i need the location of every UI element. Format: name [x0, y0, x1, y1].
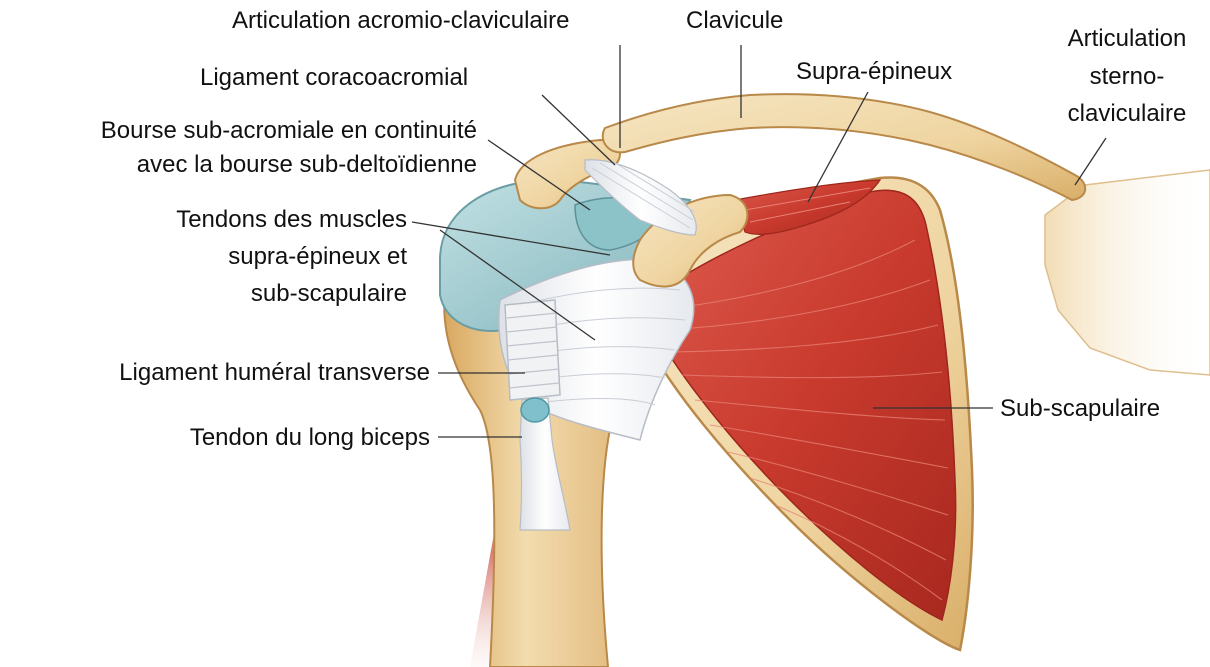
- label-tendons-line1: Tendons des muscles: [0, 205, 407, 234]
- sternum-region: [1045, 170, 1210, 375]
- label-coracoacromial: Ligament coracoacromial: [200, 63, 468, 92]
- label-supraspinatus: Supra-épineux: [796, 57, 952, 86]
- leader-sc-joint: [1075, 138, 1106, 185]
- label-sc-joint-line3: claviculaire: [1052, 99, 1202, 128]
- label-clavicle: Clavicule: [686, 6, 783, 35]
- label-biceps-tendon: Tendon du long biceps: [0, 423, 430, 452]
- label-tendons-line2: supra-épineux et: [0, 242, 407, 271]
- label-subscapularis: Sub-scapulaire: [1000, 394, 1160, 423]
- transverse-humeral-ligament: [505, 300, 560, 400]
- label-bursa-line1: Bourse sub-acromiale en continuité: [0, 116, 477, 145]
- label-tendons-line3: sub-scapulaire: [0, 279, 407, 308]
- label-sc-joint-line2: sterno-: [1052, 62, 1202, 91]
- label-transverse-ligament: Ligament huméral transverse: [0, 358, 430, 387]
- label-bursa-line2: avec la bourse sub-deltoïdienne: [0, 150, 477, 179]
- label-sc-joint-line1: Articulation: [1052, 24, 1202, 53]
- label-ac-joint: Articulation acromio-claviculaire: [232, 6, 569, 35]
